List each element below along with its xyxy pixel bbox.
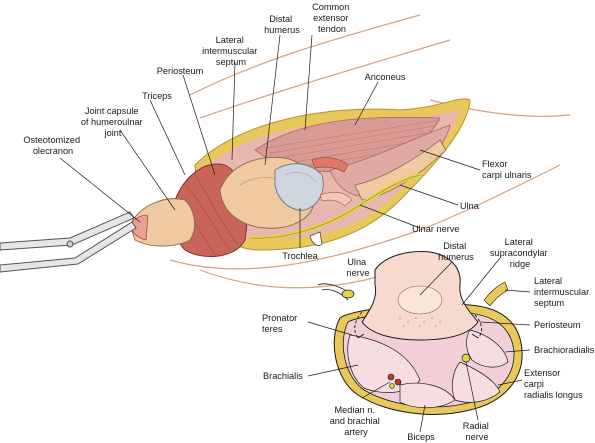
ulna-nerve-inset xyxy=(341,289,355,299)
label-ulna-nerve-inset: Ulna nerve xyxy=(347,257,370,278)
label-distal-humerus-top: Distal humerus xyxy=(264,14,300,35)
label-periosteum-top: Periosteum xyxy=(157,66,204,76)
label-radial-nerve: Radial nerve xyxy=(463,421,492,442)
label-ulnar-nerve: Ulnar nerve xyxy=(412,224,460,234)
diagram-labels: Common extensor tendon Distal humerus La… xyxy=(23,2,594,442)
label-biceps: Biceps xyxy=(407,432,435,442)
leader-lines xyxy=(59,34,531,433)
label-lateral-supracondylar-ridge: Lateral supracondylar ridge xyxy=(490,237,550,269)
trochlea-cartilage xyxy=(274,163,324,211)
label-median-nerve-brachial-artery: Median n. and brachial artery xyxy=(330,405,383,437)
label-common-extensor-tendon: Common extensor tendon xyxy=(312,2,352,34)
label-anconeus: Anconeus xyxy=(365,72,406,82)
label-pronator-teres: Pronator teres xyxy=(262,313,300,334)
label-flexor-carpi-ulnaris: Flexor carpi ulnaris xyxy=(482,159,532,180)
label-trochlea: Trochlea xyxy=(282,251,318,261)
label-lateral-intermuscular-septum-inset: Lateral intermuscular septum xyxy=(534,276,592,308)
label-periosteum-inset: Periosteum xyxy=(534,320,581,330)
label-ulna: Ulna xyxy=(460,201,480,211)
label-brachialis: Brachialis xyxy=(263,371,303,381)
forceps-icon xyxy=(0,211,137,273)
label-triceps: Triceps xyxy=(142,91,172,101)
label-joint-capsule: Joint capsule of humeroulnar joint xyxy=(81,106,145,138)
label-extensor-carpi-radialis-longus: Extensor carpi radialis longus xyxy=(524,368,583,400)
label-lateral-intermuscular-septum-top: Lateral intermuscular septum xyxy=(202,35,260,67)
label-brachioradialis: Brachioradialis xyxy=(534,345,595,355)
radial-nerve-inset xyxy=(461,353,471,363)
label-osteotomized-olecranon: Osteotomized olecranon xyxy=(23,135,82,156)
label-distal-humerus-inset: Distal humerus xyxy=(438,241,474,262)
surgical-view-illustration xyxy=(0,14,571,289)
